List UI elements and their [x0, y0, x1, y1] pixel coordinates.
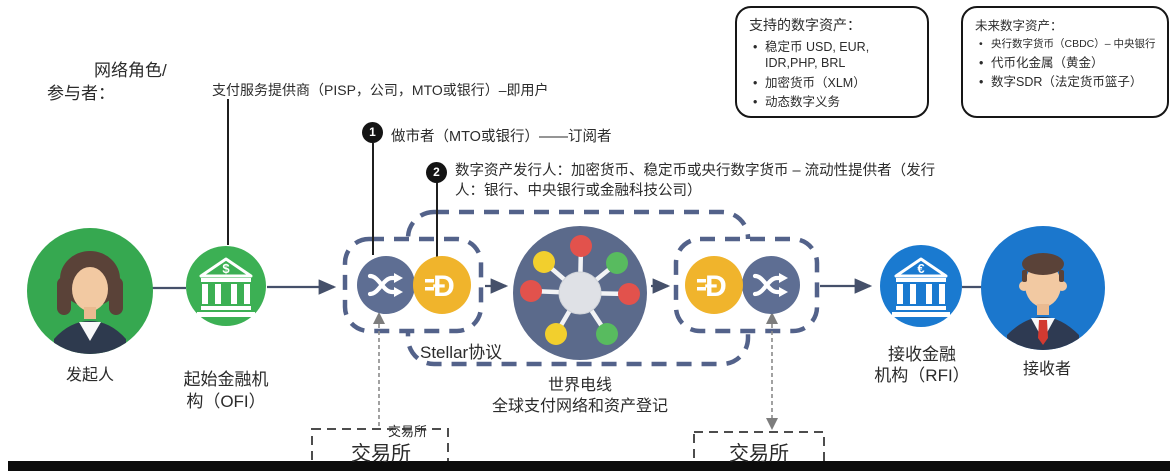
network-node-green-upright: [606, 252, 628, 274]
network-node-yellow-upleft: [533, 251, 555, 273]
network-node-red-left: [520, 280, 542, 302]
exchange-right-label: 交易所: [729, 443, 789, 465]
rfi-label-line1: 接收金融: [888, 345, 956, 364]
receiver-avatar: [981, 226, 1105, 350]
rfi-currency-symbol: €: [917, 261, 924, 276]
ofi-label: 起始金融机 构（OFI）: [168, 369, 284, 413]
stellar-protocol-label: Stellar协议: [420, 343, 503, 362]
coin-symbol-right: Đ: [705, 270, 727, 303]
supported-assets-box: 支持的数字资产： 稳定币 USD, EUR, IDR,PHP, BRL 加密货币…: [735, 6, 929, 118]
supported-asset-item: 动态数字义务: [753, 94, 919, 111]
network-roles-title-line1: 网络角色/: [94, 61, 167, 80]
rfi-label: 接收金融 机构（RFI）: [862, 344, 982, 386]
bottom-bar: [8, 461, 1170, 471]
step2-label: 数字资产发行人：加密货币、稳定币或央行数字货币 – 流动性提供者（发行人：银行、…: [455, 163, 936, 199]
exchange-left-small-label: 交易所: [388, 424, 428, 439]
step2-badge: 2: [426, 162, 447, 183]
digital-asset-coin-right: Đ: [685, 256, 743, 314]
receiver-label: 接收者: [1022, 361, 1071, 378]
exchange-left-label: 交易所: [351, 443, 411, 465]
ofi-bank-icon: $: [186, 246, 266, 326]
network-node-red-top: [570, 235, 592, 257]
future-asset-item: 央行数字货币（CBDC）– 中央银行: [979, 38, 1159, 52]
shuffle-icon-right: [742, 256, 800, 314]
supported-assets-title: 支持的数字资产：: [749, 17, 861, 33]
network-roles-title-line2: 参与者：: [47, 84, 115, 103]
originator-avatar: [27, 228, 153, 354]
network-node-green-downright: [596, 323, 618, 345]
rfi-bank-icon: €: [880, 245, 962, 327]
ofi-currency-symbol: $: [222, 261, 230, 276]
ofi-label-line1: 起始金融机: [183, 370, 269, 389]
network-node-yellow-downleft: [545, 323, 567, 345]
dashed-arrow-right-exchange: [766, 312, 778, 430]
network-hub: [558, 271, 602, 315]
ofi-label-line2: 构（OFI）: [186, 392, 266, 411]
rfi-label-line2: 机构（RFI）: [874, 366, 970, 385]
digital-asset-coin-left: Đ: [413, 256, 471, 314]
future-assets-box: 未来数字资产： 央行数字货币（CBDC）– 中央银行 代币化金属（黄金） 数字S…: [961, 6, 1169, 118]
future-assets-title: 未来数字资产：: [975, 19, 1063, 33]
world-wire-network-icon: [513, 226, 647, 360]
future-asset-item: 数字SDR（法定货币篮子）: [979, 74, 1159, 91]
step1-label: 做市者（MTO或银行）——订阅者: [391, 129, 612, 145]
world-wire-label: 世界电线 全球支付网络和资产登记: [455, 375, 705, 417]
supported-asset-item: 稳定币 USD, EUR, IDR,PHP, BRL: [753, 39, 919, 72]
world-wire-label-line1: 世界电线: [547, 377, 612, 394]
future-asset-item: 代币化金属（黄金）: [979, 55, 1159, 72]
supported-asset-item: 加密货币（XLM）: [753, 75, 919, 92]
psp-label: 支付服务提供商（PISP，公司，MTO或银行）–即用户: [212, 82, 549, 98]
network-node-red-right: [618, 283, 640, 305]
step1-badge: 1: [362, 122, 383, 143]
exchange-box-left: [311, 428, 449, 467]
dashed-arrow-left-exchange: [373, 312, 385, 428]
originator-label: 发起人: [65, 367, 114, 384]
world-wire-label-line2: 全球支付网络和资产登记: [491, 398, 668, 415]
shuffle-icon-left: [357, 256, 415, 314]
coin-symbol-left: Đ: [433, 270, 455, 303]
